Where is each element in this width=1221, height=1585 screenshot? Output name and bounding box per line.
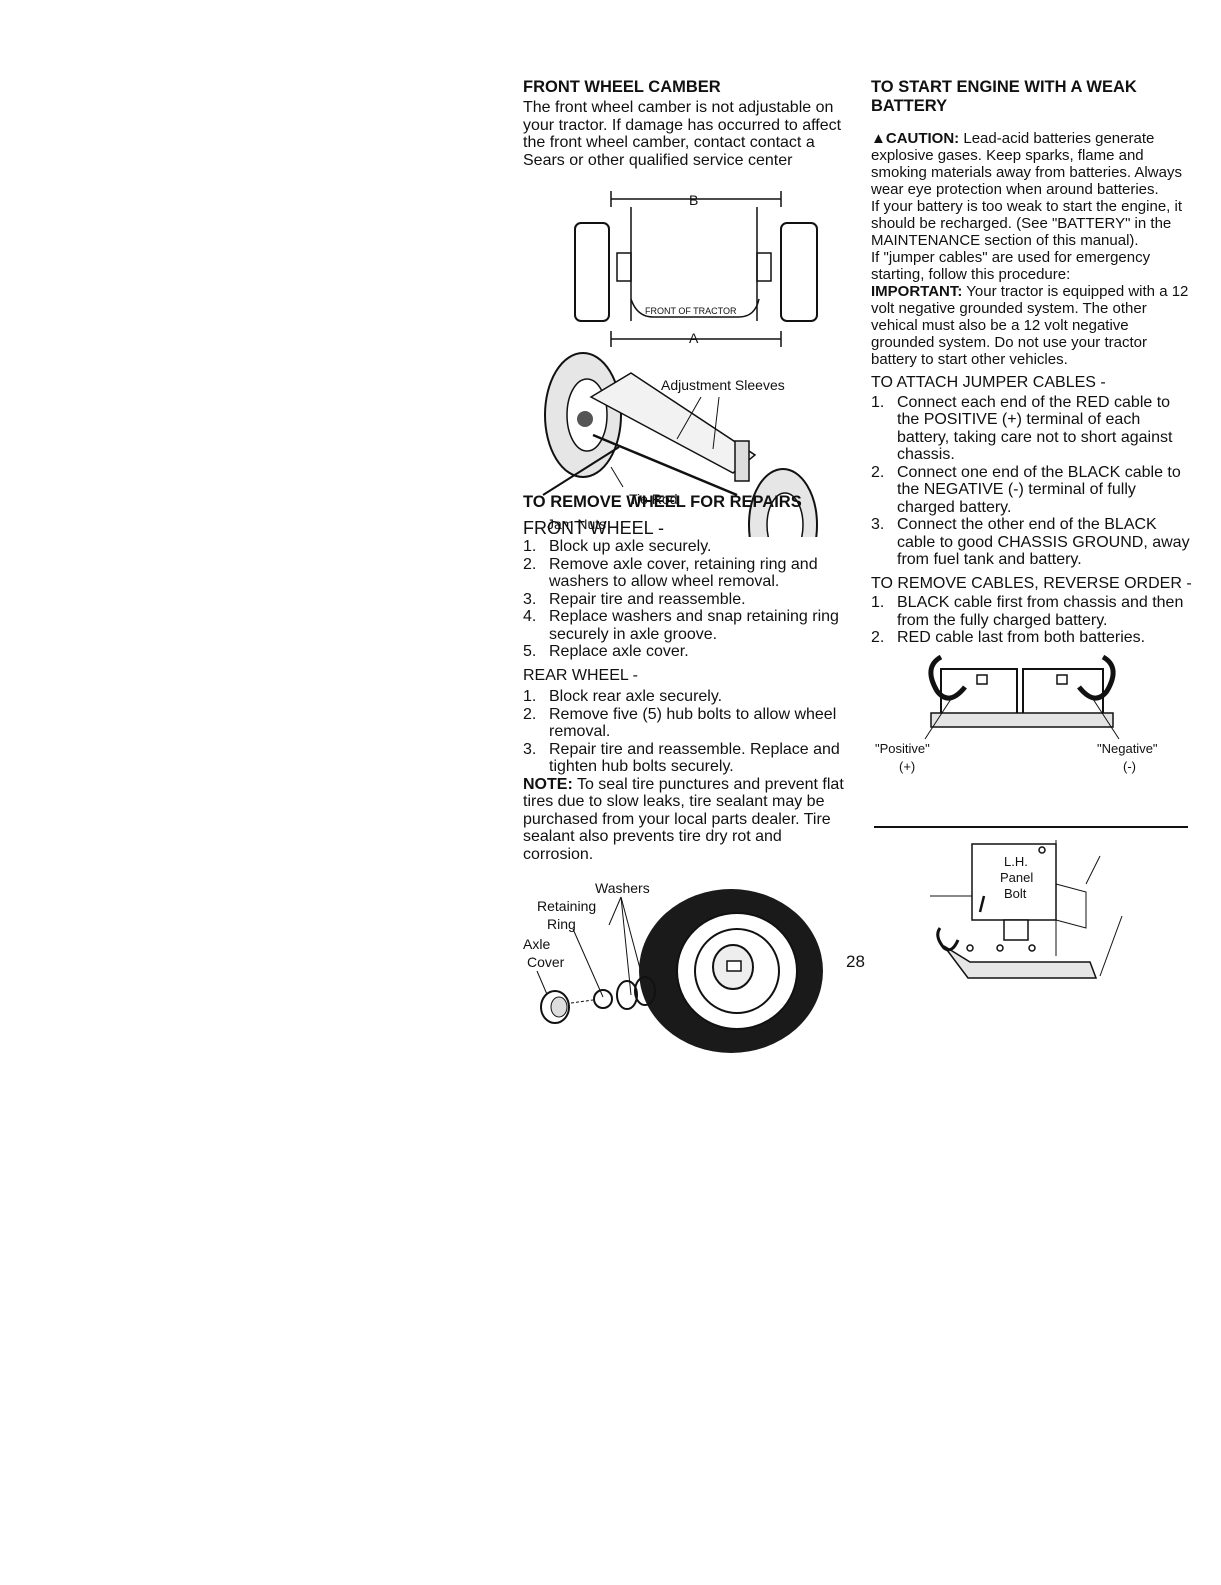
wheel-diagram: Washers Retaining Ring Axle Cover xyxy=(523,880,823,1053)
note-text: To seal tire punctures and prevent flat … xyxy=(523,775,844,863)
important-block: IMPORTANT: Your tractor is equipped with… xyxy=(871,283,1193,368)
tie-rod-label: Tie Rod xyxy=(629,491,678,507)
list-item: 3.Connect the other end of the BLACK cab… xyxy=(871,516,1190,568)
bolt-label: Bolt xyxy=(1004,886,1027,901)
rear-wheel-title: REAR WHEEL - xyxy=(523,666,638,684)
jam-nuts-label: Jam Nuts xyxy=(547,516,606,532)
list-item: 2.Remove five (5) hub bolts to allow whe… xyxy=(523,705,837,741)
rear-wheel-steps: 1.Block rear axle securely. 2.Remove fiv… xyxy=(523,688,853,776)
weak-battery-heading: TO START ENGINE WITH A WEAK BATTERY xyxy=(871,78,1137,115)
note-label: NOTE: xyxy=(523,775,573,793)
list-item: 1.Block up axle securely. xyxy=(523,538,712,555)
list-item: 3.Repair tire and reassemble. Replace an… xyxy=(523,740,840,776)
attach-steps: 1.Connect each end of the RED cable to t… xyxy=(871,394,1193,569)
list-item: 1.BLACK cable first from chassis and the… xyxy=(871,594,1184,629)
panel-diagram: L.H. Panel Bolt xyxy=(930,840,1123,979)
page-number: 28 xyxy=(846,952,865,971)
jumper-text: If "jumper cables" are used for emergenc… xyxy=(871,249,1151,283)
adjustment-sleeves-label: Adjustment Sleeves xyxy=(661,377,785,393)
label-b: B xyxy=(689,192,698,208)
caution-label: CAUTION: xyxy=(885,130,960,147)
front-wheel-title: FRONT WHEEL - xyxy=(523,518,665,538)
panel-label: Panel xyxy=(1000,870,1033,885)
front-camber-text: The front wheel camber is not adjustable… xyxy=(523,99,842,169)
list-item: 2.Connect one end of the BLACK cable to … xyxy=(871,463,1181,516)
positive-symbol: (+) xyxy=(899,759,915,774)
left-column: FRONT WHEEL CAMBER The front wheel cambe… xyxy=(523,78,853,1054)
front-wheel-steps: 1.Block up axle securely. 2.Remove axle … xyxy=(523,538,853,661)
list-item: 3.Repair tire and reassemble. xyxy=(523,590,746,608)
list-item: 1.Block rear axle securely. xyxy=(523,688,723,705)
recharge-text: If your battery is too weak to start the… xyxy=(871,198,1182,249)
camber-diagram: B FRONT OF TRACTOR A Adjustment Sleeves … xyxy=(542,191,818,537)
important-text: Your tractor is equipped with a 12 volt … xyxy=(871,283,1189,368)
negative-label: "Negative" xyxy=(1097,741,1158,756)
cover-label: Cover xyxy=(527,954,565,970)
negative-symbol: (-) xyxy=(1123,759,1136,774)
remove-cables-title: TO REMOVE CABLES, REVERSE ORDER - xyxy=(871,574,1192,592)
label-a: A xyxy=(689,330,699,346)
right-column: TO START ENGINE WITH A WEAK BATTERY ▲CAU… xyxy=(871,78,1193,783)
battery-diagram: "Positive" (+) "Negative" (-) xyxy=(875,654,1158,774)
front-camber-heading: FRONT WHEEL CAMBER xyxy=(523,78,721,96)
axle-label: Axle xyxy=(523,936,550,952)
positive-label: "Positive" xyxy=(875,741,930,756)
retaining-label: Retaining xyxy=(537,898,596,914)
caution-block: ▲CAUTION: Lead-acid batteries generate e… xyxy=(871,130,1193,198)
lh-label: L.H. xyxy=(1004,854,1028,869)
remove-wheel-heading: TO REMOVE WHEEL FOR REPAIRS xyxy=(523,493,802,511)
list-item: 2.RED cable last from both batteries. xyxy=(871,629,1146,646)
ring-label: Ring xyxy=(547,916,576,932)
important-label: IMPORTANT: xyxy=(871,283,963,300)
warning-icon: ▲ xyxy=(871,130,886,147)
list-item: 5.Replace axle cover. xyxy=(523,643,689,660)
front-of-tractor-label: FRONT OF TRACTOR xyxy=(645,306,737,316)
list-item: 2.Remove axle cover, retaining ring and … xyxy=(523,555,818,591)
section-divider xyxy=(874,826,1188,828)
remove-cables-steps: 1.BLACK cable first from chassis and the… xyxy=(871,594,1193,647)
caution-text: Lead-acid batteries generate explosive g… xyxy=(871,130,1182,198)
list-item: 1.Connect each end of the RED cable to t… xyxy=(871,393,1173,464)
washers-label: Washers xyxy=(595,880,650,896)
list-item: 4.Replace washers and snap retaining rin… xyxy=(523,608,839,643)
note: NOTE: To seal tire punctures and prevent… xyxy=(523,776,853,864)
attach-title: TO ATTACH JUMPER CABLES - xyxy=(871,374,1106,391)
